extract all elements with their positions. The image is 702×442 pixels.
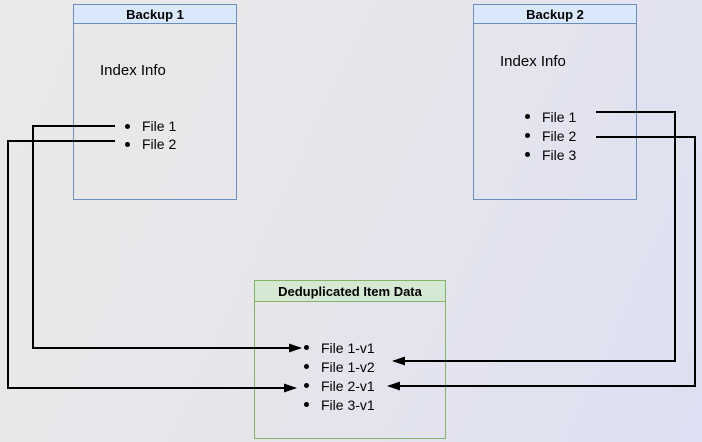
backup2-file-item: File 1: [525, 107, 576, 126]
dedup-file-label: File 1-v1: [321, 339, 375, 356]
backup1-file-label: File 1: [142, 118, 177, 134]
bullet-icon: [304, 383, 309, 388]
dedup-file-item: File 3-v1: [304, 395, 375, 414]
dedup-title: Deduplicated Item Data: [255, 281, 445, 302]
backup2-container: Backup 2 Index Info File 1 File 2 File 3: [473, 4, 637, 200]
backup2-index-info-label: Index Info: [500, 53, 566, 70]
bullet-icon: [525, 133, 530, 138]
backup1-container: Backup 1 Index Info File 1 File 2: [73, 4, 237, 200]
dedup-file-item: File 1-v1: [304, 338, 375, 357]
bullet-icon: [304, 345, 309, 350]
bullet-icon: [125, 141, 130, 147]
backup2-title: Backup 2: [474, 5, 636, 24]
backup2-file-item: File 2: [525, 126, 576, 145]
dedup-file-item: File 1-v2: [304, 357, 375, 376]
backup1-file-list: File 1 File 2: [125, 117, 176, 153]
backup2-file-label: File 1: [542, 108, 577, 125]
bullet-icon: [125, 123, 130, 129]
bullet-icon: [304, 364, 309, 369]
bullet-icon: [304, 402, 309, 407]
dedup-file-label: File 3-v1: [321, 396, 375, 413]
backup1-index-info-label: Index Info: [100, 62, 166, 79]
backup2-file-list: File 1 File 2 File 3: [525, 107, 576, 164]
backup1-file-label: File 2: [142, 136, 177, 152]
backup1-file-item: File 1: [125, 117, 176, 135]
backup1-title: Backup 1: [74, 5, 236, 24]
backup2-file-item: File 3: [525, 145, 576, 164]
dedup-container: Deduplicated Item Data File 1-v1 File 1-…: [254, 280, 446, 439]
dedup-file-item: File 2-v1: [304, 376, 375, 395]
dedup-file-list: File 1-v1 File 1-v2 File 2-v1 File 3-v1: [304, 338, 375, 414]
dedup-file-label: File 1-v2: [321, 358, 375, 375]
bullet-icon: [525, 114, 530, 119]
backup1-file-item: File 2: [125, 135, 176, 153]
bullet-icon: [525, 152, 530, 157]
backup2-file-label: File 2: [542, 127, 577, 144]
dedup-file-label: File 2-v1: [321, 377, 375, 394]
backup2-file-label: File 3: [542, 146, 577, 163]
